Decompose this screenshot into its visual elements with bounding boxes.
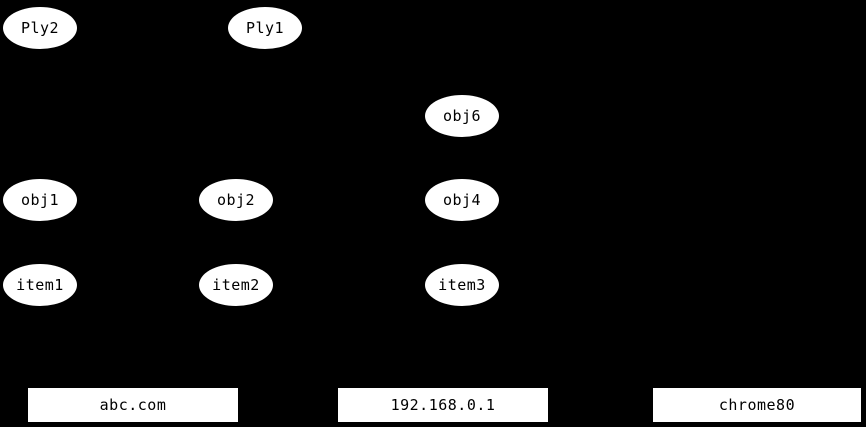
node-label: abc.com (99, 396, 167, 414)
node-label: item2 (212, 276, 260, 294)
node-label: obj6 (442, 107, 482, 125)
node-label: Ply2 (20, 19, 60, 37)
node-label: chrome80 (718, 396, 796, 414)
node-label: item3 (438, 276, 486, 294)
node-label: 192.168.0.1 (390, 396, 496, 414)
node-192-168-0-1: 192.168.0.1 (338, 388, 548, 422)
node-obj4: obj4 (425, 179, 499, 221)
node-label: Ply1 (245, 19, 285, 37)
node-abc-com: abc.com (28, 388, 238, 422)
node-item1: item1 (3, 264, 77, 306)
node-item3: item3 (425, 264, 499, 306)
node-label: item1 (16, 276, 64, 294)
node-item2: item2 (199, 264, 273, 306)
node-obj6: obj6 (425, 95, 499, 137)
node-obj1: obj1 (3, 179, 77, 221)
node-label: obj4 (442, 191, 482, 209)
node-label: obj1 (20, 191, 60, 209)
node-chrome80: chrome80 (653, 388, 861, 422)
node-ply2: Ply2 (3, 7, 77, 49)
node-ply1: Ply1 (228, 7, 302, 49)
node-obj2: obj2 (199, 179, 273, 221)
node-label: obj2 (216, 191, 256, 209)
